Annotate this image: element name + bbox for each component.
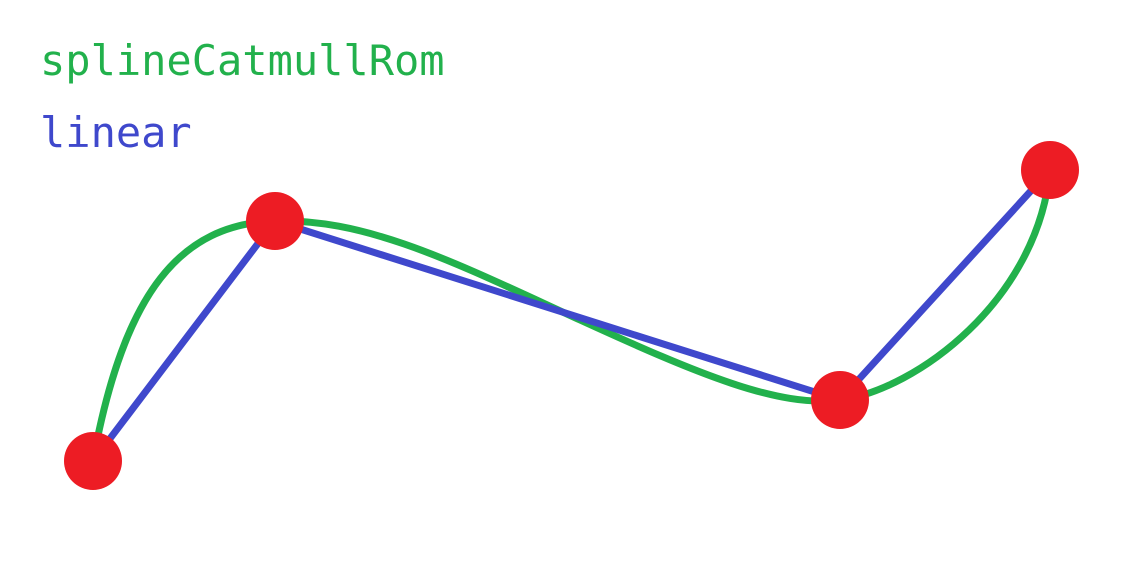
- control-point-2[interactable]: [246, 192, 304, 250]
- control-point-3[interactable]: [811, 371, 869, 429]
- control-point-4[interactable]: [1021, 141, 1079, 199]
- linear-polyline: [89, 166, 1054, 465]
- legend-label-spline: splineCatmullRom: [40, 36, 445, 85]
- control-point-1[interactable]: [64, 432, 122, 490]
- legend-label-linear: linear: [40, 108, 192, 157]
- control-points: [64, 141, 1079, 490]
